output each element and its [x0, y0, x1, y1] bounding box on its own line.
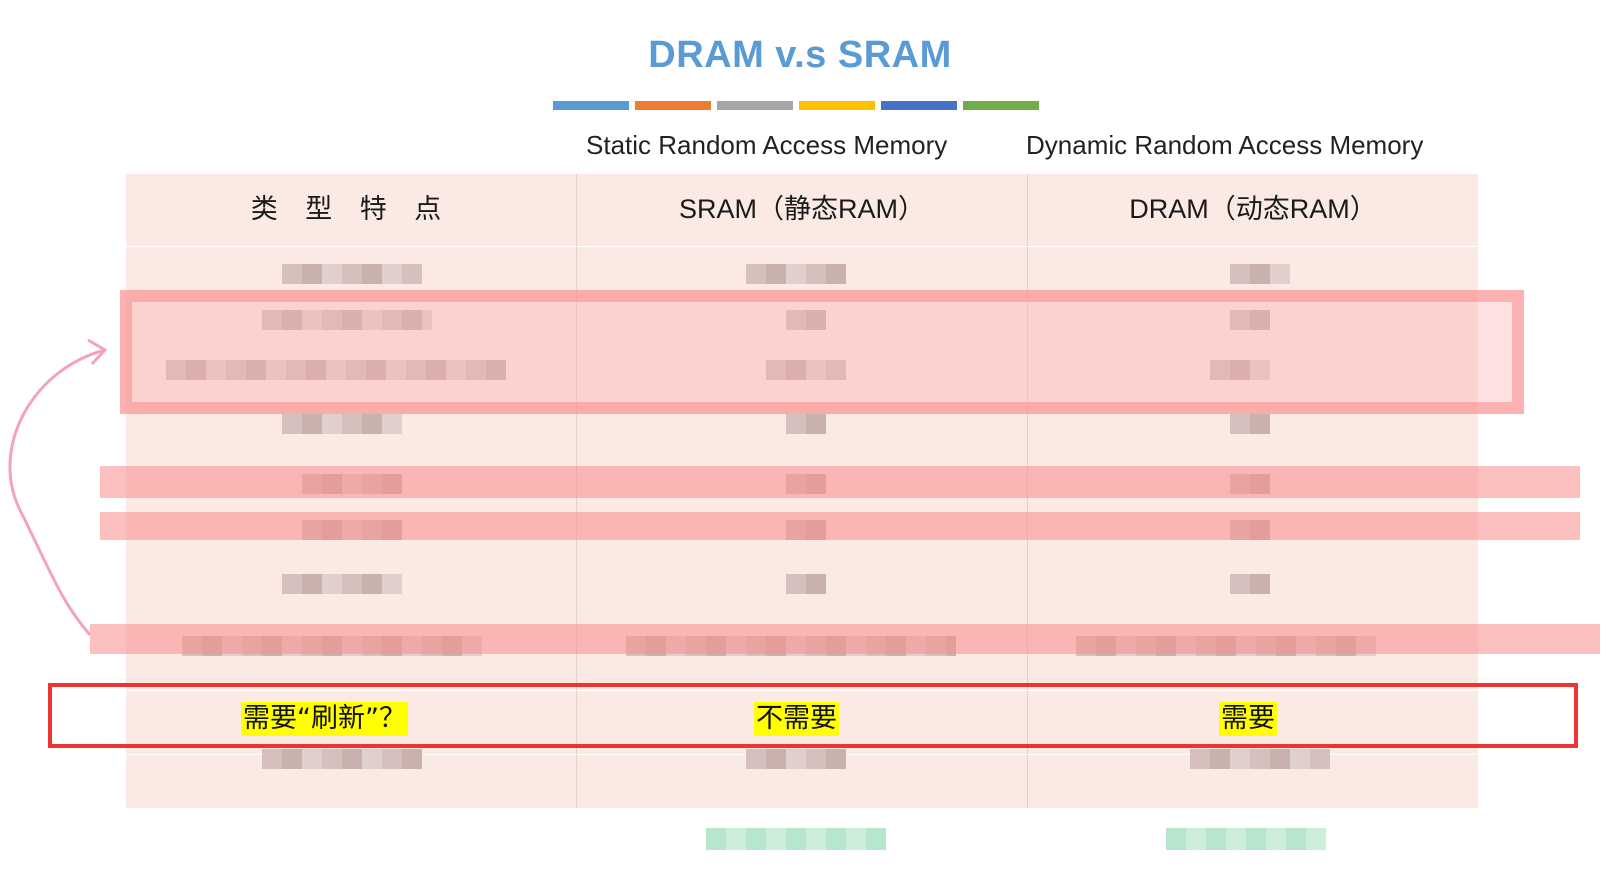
row-divider [126, 690, 1478, 691]
sram-refresh-value: 不需要 [754, 702, 839, 736]
blurred-green-cell [1166, 828, 1326, 850]
highlight-band [120, 290, 1524, 414]
blurred-cell [282, 264, 422, 284]
color-segment-2 [635, 101, 711, 110]
blurred-cell [1210, 360, 1270, 380]
highlight-stroke [100, 512, 1580, 540]
header-dram: DRAM（动态RAM） [1129, 194, 1377, 224]
blurred-cell [1190, 749, 1330, 769]
color-segment-6 [963, 101, 1039, 110]
blurred-cell [282, 574, 402, 594]
blurred-cell [746, 749, 846, 769]
blurred-cell [786, 310, 826, 330]
dram-subtitle: Dynamic Random Access Memory [1026, 130, 1424, 160]
blurred-cell [766, 360, 846, 380]
header-sram: SRAM（静态RAM） [678, 194, 925, 224]
blurred-cell [786, 574, 826, 594]
blurred-green-cell [706, 828, 886, 850]
blurred-cell [1230, 414, 1270, 434]
sram-subtitle: Static Random Access Memory [586, 130, 948, 160]
blurred-cell [1230, 264, 1290, 284]
color-segment-1 [553, 101, 629, 110]
arrow-curve-icon [8, 338, 108, 636]
color-bar [553, 101, 1039, 110]
highlight-stroke [90, 624, 1600, 654]
blurred-cell [282, 414, 402, 434]
blurred-cell [262, 749, 422, 769]
blurred-cell [1230, 574, 1270, 594]
highlight-stroke [100, 466, 1580, 498]
blurred-cell [1230, 310, 1270, 330]
refresh-row-box [48, 683, 1578, 748]
row-divider [126, 246, 1478, 247]
header-type-feature: 类 型 特 点 [250, 194, 452, 224]
blurred-cell [166, 360, 506, 380]
blurred-cell [746, 264, 846, 284]
blurred-cell [786, 414, 826, 434]
color-segment-4 [799, 101, 875, 110]
blurred-cell [262, 310, 432, 330]
color-segment-5 [881, 101, 957, 110]
refresh-question: 需要“刷新”？ [241, 702, 408, 736]
page-title: DRAM v.s SRAM [648, 34, 952, 76]
dram-refresh-value: 需要 [1219, 702, 1277, 736]
color-segment-3 [717, 101, 793, 110]
